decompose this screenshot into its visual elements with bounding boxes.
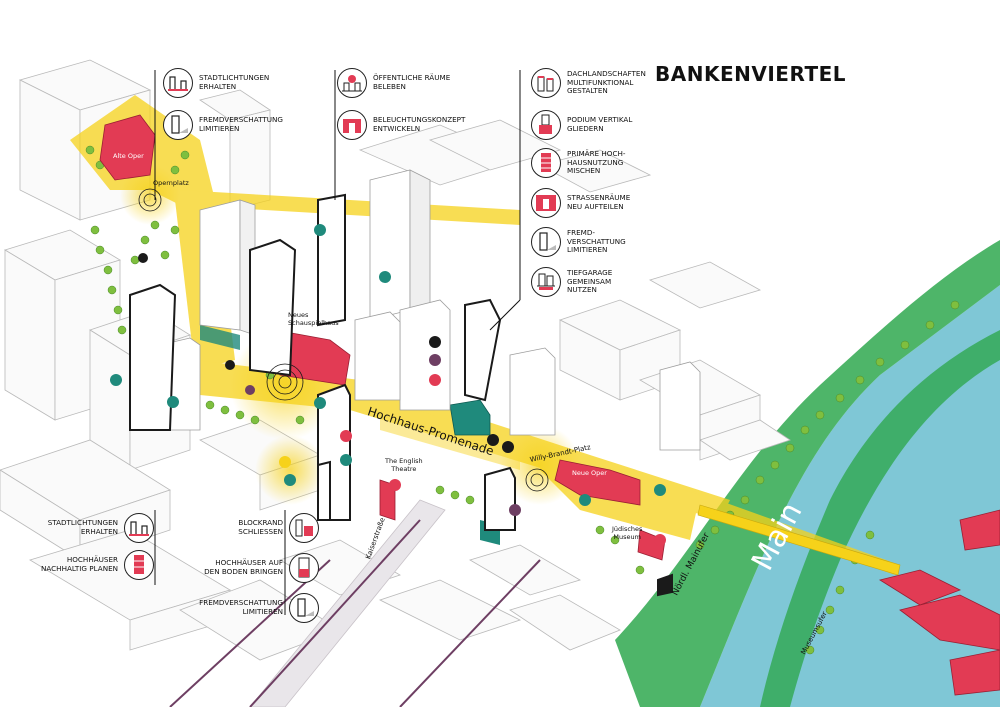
- annotation-label: BELEUCHTUNGSKONZEPT ENTWICKELN: [373, 115, 466, 133]
- landmark-buildings: [99, 114, 1000, 696]
- mixed-use-highrise-icon: [531, 148, 561, 178]
- place-english-theatre: The English Theatre: [385, 457, 423, 473]
- shared-underground-garage-icon: [531, 267, 561, 297]
- annotation-label: STRASSENRÄUME NEU AUFTEILEN: [567, 193, 631, 211]
- place-juedisches-museum: Jüdisches Museum: [612, 525, 643, 541]
- annotation-label: BLOCKRAND SCHLIESSEN: [238, 518, 283, 536]
- kaiserstrasse-road: [249, 499, 446, 707]
- annotation-ground-highrise: HOCHHÄUSER AUF DEN BODEN BRINGEN: [204, 553, 319, 583]
- leader-lines: [154, 70, 521, 615]
- annotation-label: PRIMÄRE HOCH- HAUSNUTZUNG MISCHEN: [567, 149, 626, 176]
- street-space-icon: [531, 188, 561, 218]
- pictogram-dots: [110, 224, 666, 546]
- preserve-city-clearings-icon: [124, 513, 154, 543]
- annotation-lighting: BELEUCHTUNGSKONZEPT ENTWICKELN: [337, 110, 465, 140]
- bridge: [697, 504, 901, 576]
- annotation-label: FREMDVERSCHATTUNG LIMITIEREN: [199, 598, 283, 616]
- annotation-label: HOCHHÄUSER NACHHALTIG PLANEN: [40, 555, 118, 573]
- multifunctional-roofscape-icon: [531, 68, 561, 98]
- dark-outline-towers: [129, 193, 673, 597]
- annotation-close-block: BLOCKRAND SCHLIESSEN: [238, 513, 319, 543]
- place-schauspielhaus: Neues Schauspielhaus: [288, 311, 339, 327]
- place-neue-oper: Neue Oper: [572, 469, 607, 477]
- lighting-concept-icon: [337, 110, 367, 140]
- close-block-edge-icon: [289, 513, 319, 543]
- annotation-preserve-clearings-2: STADTLICHTUNGEN ERHALTEN: [48, 513, 154, 543]
- animate-public-spaces-icon: [337, 68, 367, 98]
- hotspot-rings: [138, 188, 549, 492]
- limit-external-shading-icon: [531, 227, 561, 257]
- annotation-label: PODIUM VERTIKAL GLIEDERN: [567, 115, 633, 133]
- annotation-label: STADTLICHTUNGEN ERHALTEN: [47, 518, 118, 536]
- sustainable-highrise-icon: [124, 550, 154, 580]
- annotation-mixed-use: PRIMÄRE HOCH- HAUSNUTZUNG MISCHEN: [531, 148, 625, 178]
- annotation-label: DACHLANDSCHAFTEN MULTIFUNKTIONAL GESTALT…: [567, 69, 646, 96]
- annotation-preserve-clearings: STADTLICHTUNGEN ERHALTEN: [163, 68, 269, 98]
- north-bank-green: [615, 240, 1000, 707]
- ground-highrise-icon: [289, 553, 319, 583]
- annotation-underground-garage: TIEFGARAGE GEMEINSAM NUTZEN: [531, 267, 612, 297]
- limit-external-shading-icon: [289, 593, 319, 623]
- place-opernplatz: Opernplatz: [153, 179, 189, 187]
- limit-external-shading-icon: [163, 110, 193, 140]
- annotation-label: HOCHHÄUSER AUF DEN BODEN BRINGEN: [204, 558, 283, 576]
- place-alte-oper: Alte Oper: [113, 152, 144, 160]
- neue-oper-building: [554, 459, 641, 506]
- annotation-limit-shading-3: FREMDVERSCHATTUNG LIMITIEREN: [199, 593, 319, 623]
- vertical-podium-icon: [531, 110, 561, 140]
- south-bank-green: [760, 330, 1000, 707]
- annotation-public-spaces: ÖFFENTLICHE RÄUME BELEBEN: [337, 68, 450, 98]
- annotation-label: FREMD- VERSCHATTUNG LIMITIEREN: [567, 228, 626, 255]
- trees: [85, 145, 960, 655]
- annotation-roofscape: DACHLANDSCHAFTEN MULTIFUNKTIONAL GESTALT…: [531, 68, 646, 98]
- annotation-label: TIEFGARAGE GEMEINSAM NUTZEN: [567, 268, 613, 295]
- annotation-label: FREMDVERSCHATTUNG LIMITIEREN: [199, 115, 283, 133]
- teal-podium: [449, 399, 491, 436]
- annotation-street-space: STRASSENRÄUME NEU AUFTEILEN: [531, 188, 630, 218]
- annotation-label: STADTLICHTUNGEN ERHALTEN: [199, 73, 270, 91]
- alte-oper-building: [99, 114, 156, 181]
- annotation-podium: PODIUM VERTIKAL GLIEDERN: [531, 110, 632, 140]
- annotation-limit-shading: FREMDVERSCHATTUNG LIMITIEREN: [163, 110, 283, 140]
- annotation-label: ÖFFENTLICHE RÄUME BELEBEN: [373, 73, 451, 91]
- preserve-city-clearings-icon: [163, 68, 193, 98]
- map-title: BANKENVIERTEL: [655, 62, 846, 86]
- annotation-limit-shading-2: FREMD- VERSCHATTUNG LIMITIEREN: [531, 227, 626, 257]
- annotation-sustainable-highrise: HOCHHÄUSER NACHHALTIG PLANEN: [41, 550, 154, 580]
